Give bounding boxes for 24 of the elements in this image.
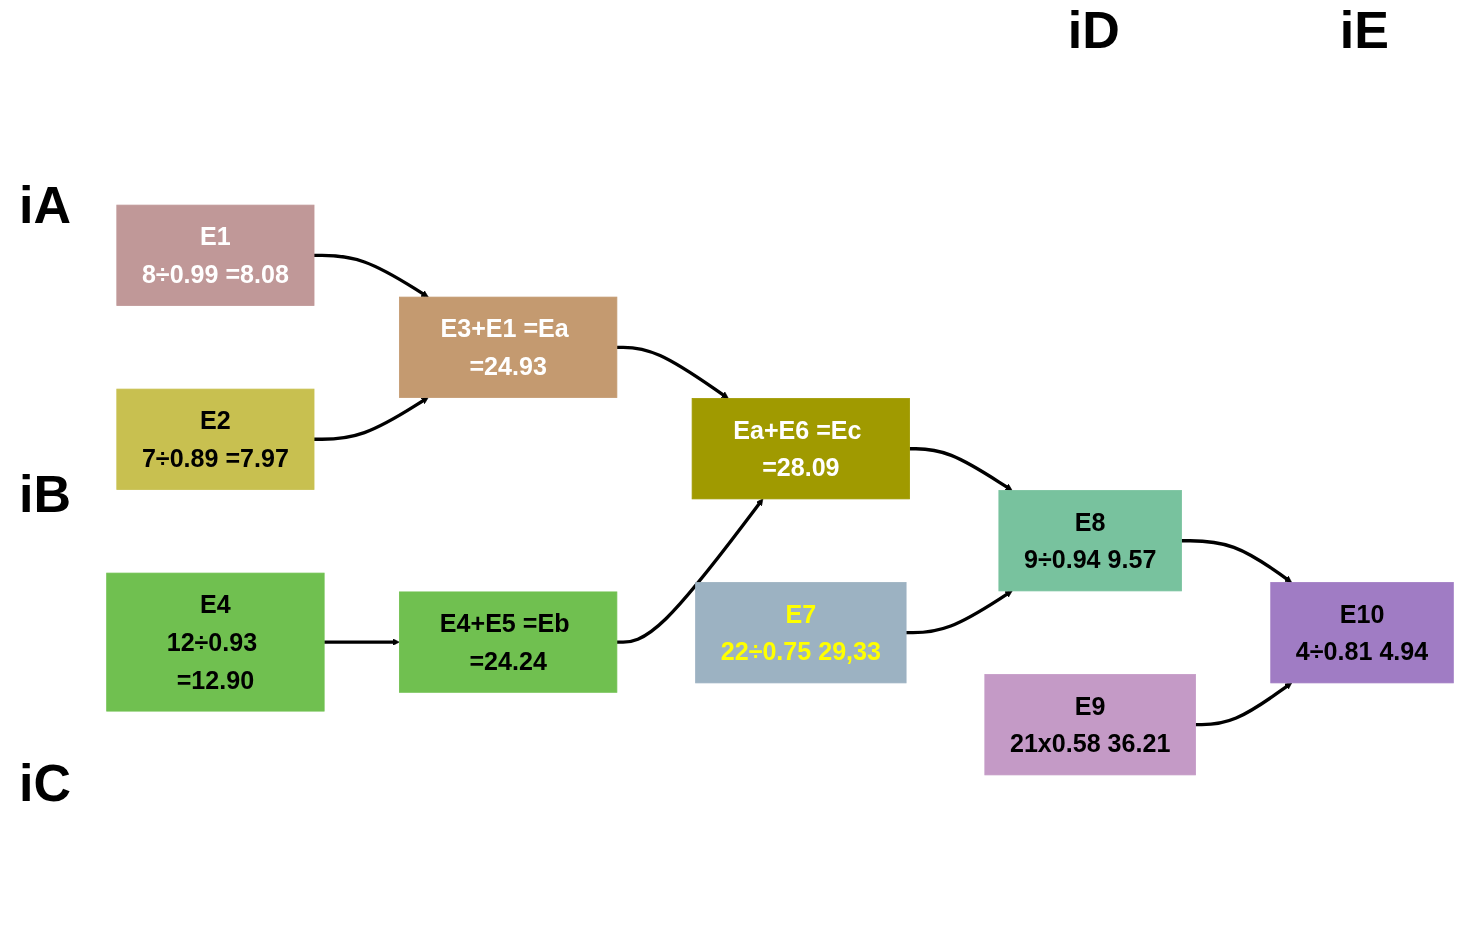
arrow [906,590,1013,635]
node-box: E9 21x0.58 36.21 [984,674,1196,776]
node-box: E1 8÷0.99 =8.08 [116,204,315,306]
node-box: E8 9÷0.94 9.57 [998,490,1182,592]
arrow [616,498,764,644]
column-label: iD [1067,0,1120,60]
arrow [1195,682,1293,727]
node-box: Ea+E6 =Ec =28.09 [691,398,910,500]
node-box: E2 7÷0.89 =7.97 [116,388,315,490]
node-box: E7 22÷0.75 29,33 [695,582,907,684]
node-box: E3+E1 =Ea =24.93 [399,296,618,398]
row-label: iA [19,174,71,235]
arrow [616,345,729,399]
arrow [314,253,429,298]
node-box: E4+E5 =Eb =24.24 [399,591,618,693]
arrow [1181,539,1293,583]
column-label: iE [1339,0,1389,60]
row-label: iC [19,752,71,813]
node-box: E4 12÷0.93 =12.90 [106,572,325,712]
node-box: E10 4÷0.81 4.94 [1270,582,1454,684]
arrow [314,397,429,441]
arrow [909,447,1013,491]
row-label: iB [19,463,71,524]
arrow [324,638,400,646]
